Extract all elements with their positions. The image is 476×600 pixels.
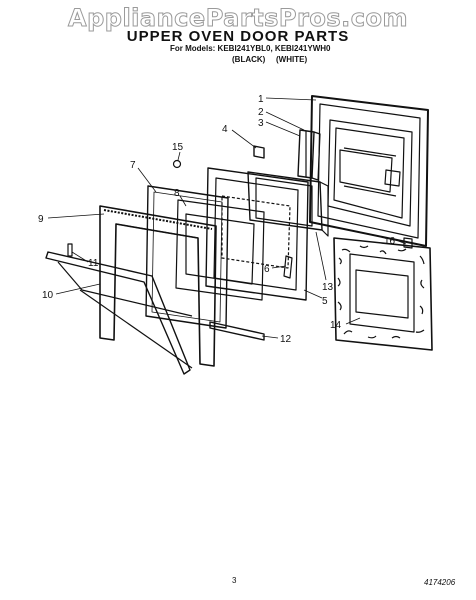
callout-14: 14 xyxy=(330,320,342,331)
page-title: UPPER OVEN DOOR PARTS xyxy=(126,28,350,45)
callout-6: 6 xyxy=(264,264,270,275)
bottom-strip xyxy=(209,321,265,341)
models-line: For Models: KEBI241YBL0, KEBI241YWH0 xyxy=(170,44,331,53)
color-black-label: (BLACK) xyxy=(232,55,266,64)
middle-glass xyxy=(175,199,265,301)
clip-part xyxy=(253,145,265,159)
door-liner xyxy=(333,237,433,351)
outer-glass-panel xyxy=(145,185,229,329)
callout-1: 1 xyxy=(258,94,264,105)
callout-11: 11 xyxy=(88,258,99,269)
callout-5: 5 xyxy=(322,296,328,307)
handle-trim xyxy=(45,251,193,375)
outer-door-frame xyxy=(99,205,217,367)
callout-4: 4 xyxy=(222,124,228,135)
callout-12: 12 xyxy=(280,334,292,345)
leader-lines xyxy=(47,97,407,339)
callout-7: 7 xyxy=(130,160,136,171)
callout-9: 9 xyxy=(38,214,44,225)
page-number: 3 xyxy=(232,576,237,585)
callout-2: 2 xyxy=(258,107,264,118)
clip-part-16 xyxy=(403,237,413,249)
door-gasket-strip xyxy=(297,129,321,181)
callout-10: 10 xyxy=(42,290,54,301)
color-white-label: (WHITE) xyxy=(276,55,308,64)
document-number: 4174206 xyxy=(424,578,456,587)
callout-3: 3 xyxy=(258,118,264,129)
spacer-part xyxy=(283,255,293,279)
callout-13: 13 xyxy=(322,282,334,293)
inner-window-frame xyxy=(205,167,309,301)
insulation-box xyxy=(247,171,329,237)
spring-part xyxy=(67,243,73,257)
screw-part xyxy=(172,159,182,169)
watermark: AppliancePartsPros.com xyxy=(68,4,408,33)
callout-15: 15 xyxy=(172,142,184,153)
callout-8: 8 xyxy=(174,188,180,199)
callout-16: 16 xyxy=(384,236,396,247)
